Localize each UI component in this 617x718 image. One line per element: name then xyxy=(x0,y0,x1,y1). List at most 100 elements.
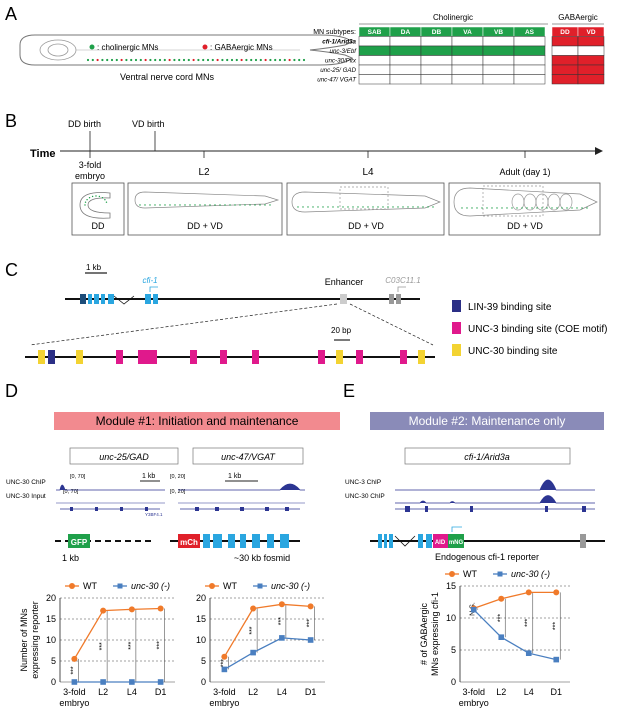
worm-dot xyxy=(417,206,419,208)
worm-dot xyxy=(204,204,206,206)
y-tick-label: 5 xyxy=(51,656,56,666)
gaba-dot-legend xyxy=(202,44,208,50)
caption-endogenous: Endogenous cfi-1 reporter xyxy=(435,552,539,562)
binding-site xyxy=(76,350,83,364)
binding-site xyxy=(318,350,325,364)
nerve-dot xyxy=(192,58,195,62)
x-tick-label: D1 xyxy=(155,687,167,697)
nerve-dot xyxy=(278,58,282,62)
data-point xyxy=(157,605,164,612)
nerve-dot xyxy=(259,58,262,62)
worm-dot xyxy=(511,207,513,209)
legend-marker xyxy=(257,583,263,589)
y-tick-label: 0 xyxy=(201,677,206,687)
worm-dot xyxy=(327,206,329,208)
row-label: unc-30/Pitx xyxy=(325,58,357,65)
panel-label-b: B xyxy=(5,111,17,131)
table-cell xyxy=(482,36,515,47)
table-cell xyxy=(389,74,422,85)
worm-dot xyxy=(496,207,498,209)
legend-label: WT xyxy=(83,581,97,591)
l4-box xyxy=(286,182,445,236)
x-tick-label: embryo xyxy=(59,698,89,708)
sig-label: *** xyxy=(157,641,164,649)
nerve-dot xyxy=(125,58,128,62)
nerve-dot xyxy=(182,58,186,62)
worm-dot xyxy=(377,206,379,208)
legend-marker xyxy=(117,583,123,589)
series-line xyxy=(473,591,557,610)
data-point xyxy=(498,595,505,602)
worm-dot xyxy=(337,206,339,208)
table-cell xyxy=(513,64,546,75)
table-cell xyxy=(551,55,579,66)
worm-dot xyxy=(199,204,201,206)
data-point xyxy=(525,650,532,656)
enhancer-label: Enhancer xyxy=(325,277,364,287)
data-point xyxy=(250,605,257,612)
range-right-2: [0, 20] xyxy=(170,489,186,495)
worm-dot xyxy=(229,204,231,206)
table-cell xyxy=(577,64,605,75)
data-point xyxy=(100,607,107,614)
nerve-dot xyxy=(163,58,166,62)
nerve-dot xyxy=(221,58,224,62)
worm-dot xyxy=(194,204,196,206)
enhancer-binding-sites xyxy=(38,350,425,364)
worm-dot xyxy=(219,204,221,206)
binding-site xyxy=(48,350,55,364)
worm-dot xyxy=(586,207,588,209)
y-tick-label: 20 xyxy=(46,593,56,603)
nerve-dot xyxy=(283,58,286,62)
worm-dot xyxy=(302,206,304,208)
gene-cfi1: cfi-1 xyxy=(142,276,157,285)
range-left-1: [0, 70] xyxy=(70,474,86,480)
binding-site xyxy=(418,350,425,364)
table-cell xyxy=(451,55,484,66)
worm-dot xyxy=(239,204,241,206)
table-cell xyxy=(451,45,484,56)
nerve-dot xyxy=(197,58,200,62)
data-point xyxy=(553,589,560,596)
worm-dot xyxy=(372,206,374,208)
worm-dot xyxy=(476,207,478,209)
worm-dot xyxy=(392,206,394,208)
x-tick-label: 3-fold xyxy=(63,687,86,697)
worm-dot xyxy=(159,204,161,206)
legend-marker xyxy=(209,583,215,589)
worm-dot xyxy=(139,204,141,206)
worm-dot xyxy=(269,204,271,206)
subtype-label: DB xyxy=(432,29,442,36)
worm-dot xyxy=(154,204,156,206)
aid-label: AID xyxy=(435,540,446,546)
worm-dot xyxy=(461,207,463,209)
x-tick-label: embryo xyxy=(459,698,489,708)
x-tick-label: L2 xyxy=(248,687,258,697)
stage-embryo: embryo xyxy=(75,171,105,181)
subtype-label: VA xyxy=(463,29,472,36)
data-point xyxy=(278,601,285,608)
binding-site xyxy=(38,350,45,364)
worm-dot xyxy=(382,206,384,208)
unc47-exons xyxy=(203,534,289,548)
data-point xyxy=(100,679,106,685)
worm-dot xyxy=(471,207,473,209)
legend-gaba: : GABAergic MNs xyxy=(210,43,273,52)
group-cholinergic: Cholinergic xyxy=(433,13,473,22)
worm-dot xyxy=(209,204,211,206)
worm-dot xyxy=(297,206,299,208)
nerve-dot xyxy=(187,58,190,62)
legend-unc30-swatch xyxy=(452,344,461,356)
stage-3fold: 3-fold xyxy=(79,160,102,170)
worm-dot xyxy=(486,207,488,209)
module2-banner xyxy=(370,412,604,430)
nerve-dot xyxy=(101,58,104,62)
worm-dot xyxy=(397,206,399,208)
nerve-dot xyxy=(240,58,243,62)
nerve-dot xyxy=(96,58,99,62)
worm-dot xyxy=(352,206,354,208)
embryo-dot xyxy=(98,195,101,198)
table-cell xyxy=(358,45,391,56)
nerve-dot xyxy=(288,58,291,62)
